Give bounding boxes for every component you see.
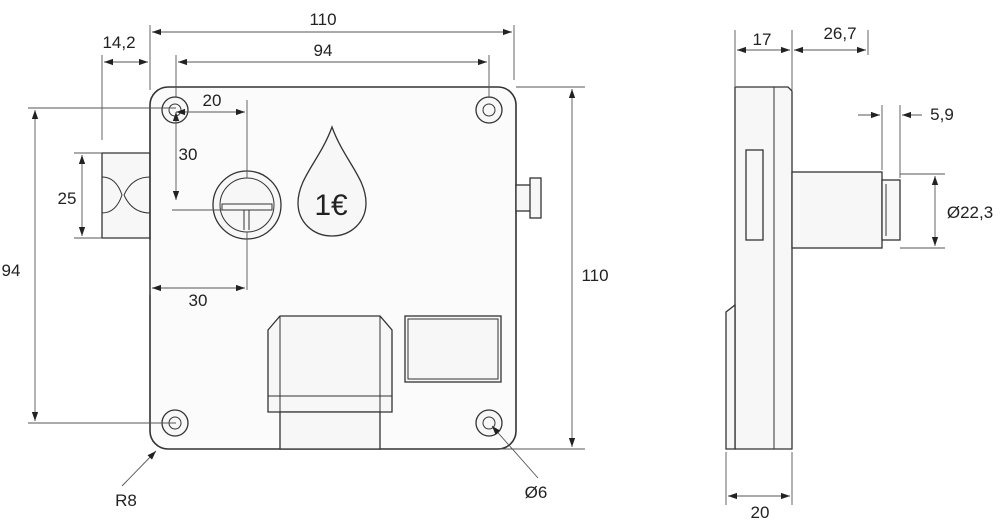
- mounting-hole-br: [475, 409, 503, 437]
- cylinder-head: [881, 179, 901, 241]
- cylinder: [791, 171, 883, 249]
- dim-keyhole-y: 30: [179, 145, 198, 164]
- dim-cylinder-step: 5,9: [930, 105, 954, 124]
- mounting-hole-tr: [475, 96, 503, 124]
- dim-overall-height: 110: [581, 266, 608, 285]
- side-window: [745, 149, 764, 241]
- coin-label: 1€: [314, 189, 348, 222]
- dim-keyhole-width: 30: [189, 291, 208, 310]
- dimension-lines-side: [728, 46, 939, 500]
- dim-corner-radius: R8: [115, 491, 137, 510]
- side-view: [725, 86, 901, 450]
- extension-lines-side: [725, 30, 945, 505]
- coin-drop-shape: [297, 125, 367, 237]
- dim-hole-diameter: Ø6: [525, 483, 548, 502]
- mounting-hole-tl: [161, 96, 189, 124]
- keyhole: [212, 170, 282, 240]
- front-view: 1€: [101, 86, 542, 450]
- dim-keyhole-x: 20: [203, 91, 222, 110]
- extension-lines-front: [28, 25, 585, 450]
- dim-left-offset: 14,2: [102, 33, 135, 52]
- latch-slot: [101, 152, 151, 239]
- dim-cylinder-length: 26,7: [823, 24, 856, 43]
- dim-hole-spacing-x: 94: [314, 41, 333, 60]
- dimension-lines-front: [31, 28, 576, 487]
- dim-side-thickness: 17: [753, 30, 772, 49]
- dim-base-thickness: 20: [751, 503, 770, 522]
- dim-overall-width: 110: [309, 10, 336, 29]
- dim-slot-height: 25: [58, 189, 77, 208]
- inspection-window: [404, 315, 502, 383]
- dim-hole-spacing-y: 94: [2, 261, 21, 280]
- side-body: [734, 86, 793, 450]
- side-button: [515, 177, 542, 219]
- bolt: [267, 315, 393, 450]
- dim-cylinder-diameter: Ø22,3: [947, 203, 993, 222]
